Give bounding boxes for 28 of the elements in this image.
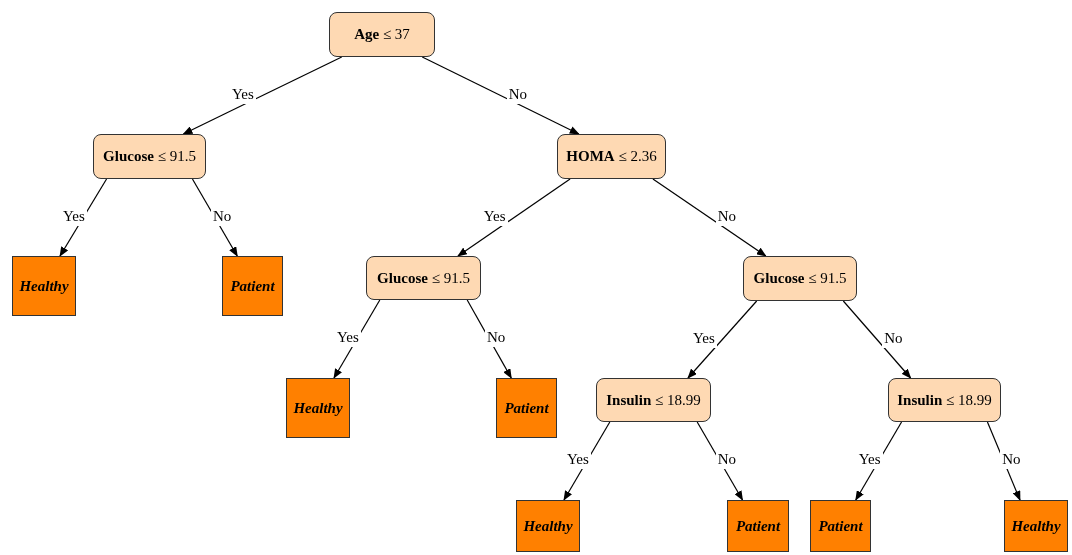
decision-box: HOMA ≤ 2.36 <box>557 134 666 179</box>
decision-box: Age ≤ 37 <box>329 12 435 57</box>
arrow <box>421 56 580 135</box>
leaf-box: Patient <box>810 500 871 552</box>
arrow <box>182 56 343 135</box>
edge-label: No <box>485 327 508 347</box>
leaf-box: Healthy <box>12 256 76 316</box>
decision-box: Insulin ≤ 18.99 <box>596 378 711 422</box>
leaf-box: Healthy <box>286 378 350 438</box>
decision-box: Insulin ≤ 18.99 <box>888 378 1001 422</box>
arrow <box>466 299 512 379</box>
arrow <box>696 421 744 501</box>
decision-box: Glucose ≤ 91.5 <box>93 134 206 179</box>
arrow <box>842 300 912 379</box>
edge-label: Yes <box>856 449 883 469</box>
arrow <box>457 178 571 257</box>
decision-box: Glucose ≤ 91.5 <box>743 256 857 301</box>
edge-label: No <box>1000 449 1023 469</box>
leaf-box: Patient <box>496 378 557 438</box>
arrow <box>986 421 1021 501</box>
arrow <box>652 178 767 257</box>
arrow <box>191 178 238 257</box>
leaf-box: Healthy <box>516 500 580 552</box>
leaf-box: Patient <box>727 500 789 552</box>
leaf-box: Patient <box>222 256 283 316</box>
decision-box: Glucose ≤ 91.5 <box>366 256 481 300</box>
leaf-box: Healthy <box>1004 500 1068 552</box>
arrow <box>687 300 758 379</box>
